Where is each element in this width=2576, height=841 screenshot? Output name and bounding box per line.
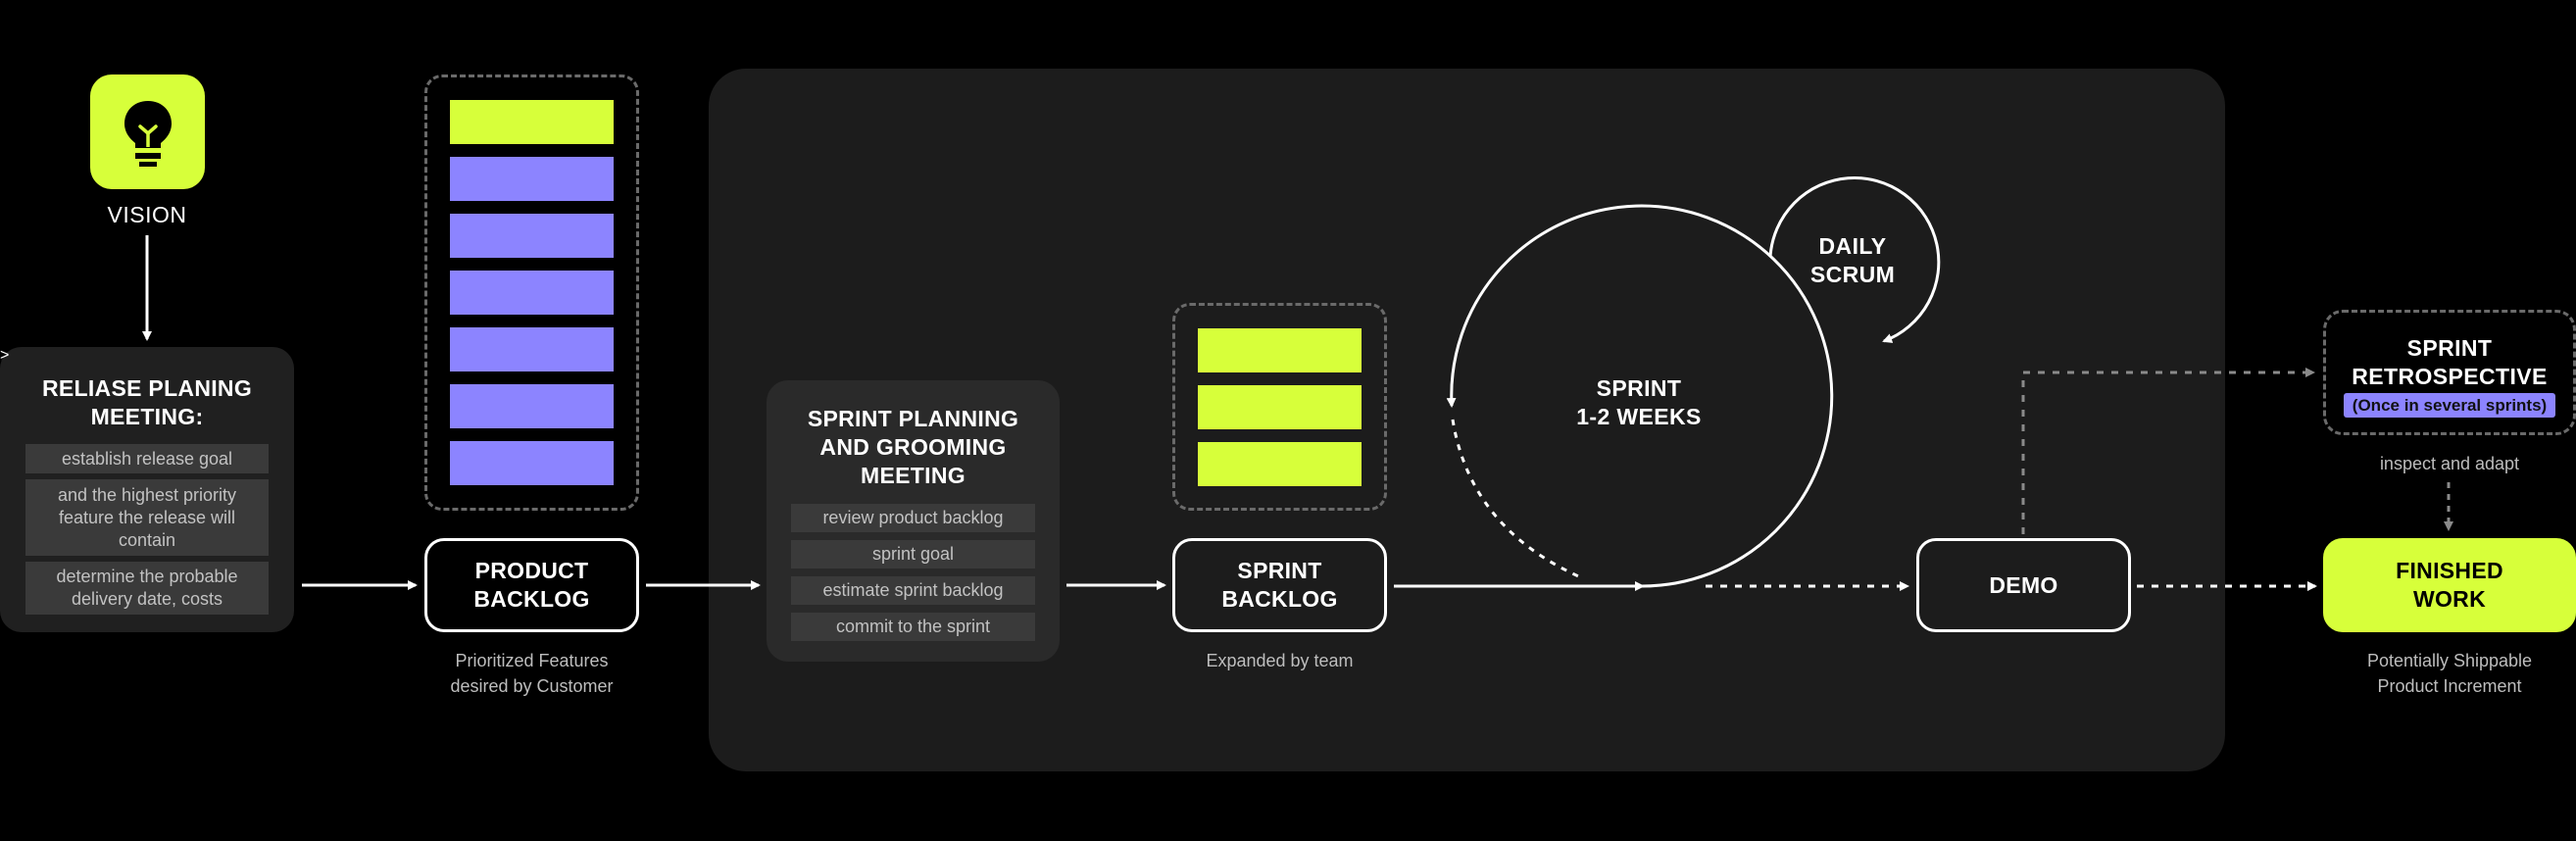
- release-planning-panel: RELIASE PLANING MEETING: establish relea…: [0, 347, 294, 632]
- planning-item: sprint goal: [791, 540, 1035, 569]
- edge-demo-to-retro: [2021, 368, 2315, 534]
- sprint-cycle-label: SPRINT 1-2 WEEKS: [1576, 375, 1702, 429]
- sprint-backlog-caption: Expanded by team: [1206, 651, 1354, 670]
- sprint-backlog-bar-lime: [1198, 385, 1362, 429]
- lightbulb-icon: [124, 100, 172, 167]
- product-backlog-bar-violet: [450, 384, 614, 428]
- product-backlog-bar-lime: [450, 100, 614, 144]
- demo-node: DEMO: [1916, 538, 2131, 632]
- sprint-backlog-bar-lime: [1198, 442, 1362, 486]
- product-backlog-caption: Prioritized Features desired by Customer: [450, 651, 614, 696]
- daily-scrum-loop: [1768, 175, 1941, 343]
- sprint-backlog-bar-lime: [1198, 328, 1362, 372]
- release-item: and the highest priority feature the rel…: [25, 479, 269, 556]
- finished-work-caption: Potentially Shippable Product Increment: [2366, 651, 2533, 696]
- planning-item: review product backlog: [791, 504, 1035, 532]
- sprint-backlog-node: SPRINT BACKLOG: [1172, 538, 1387, 632]
- planning-item: commit to the sprint: [791, 613, 1035, 641]
- retrospective-title: SPRINT RETROSPECTIVE: [2352, 335, 2548, 389]
- sprint-backlog-stack: [1172, 303, 1387, 511]
- vision-label: VISION: [107, 202, 187, 227]
- product-backlog-stack: [424, 74, 639, 511]
- vision-tile: [90, 74, 205, 189]
- retrospective-caption: inspect and adapt: [2379, 454, 2520, 473]
- sprint-cycle-dashed: [1451, 419, 1584, 580]
- daily-scrum-label: DAILY SCRUM: [1809, 233, 1896, 287]
- product-backlog-bar-violet: [450, 327, 614, 371]
- planning-item: estimate sprint backlog: [791, 576, 1035, 605]
- product-backlog-bar-violet: [450, 214, 614, 258]
- sprint-planning-title: SPRINT PLANNING AND GROOMING MEETING: [807, 406, 1019, 488]
- sprint-retrospective-box: SPRINT RETROSPECTIVE (Once in several sp…: [2323, 310, 2576, 435]
- sprint-cycle-circle: [1446, 204, 1834, 588]
- product-backlog-node: PRODUCT BACKLOG: [424, 538, 639, 632]
- release-item: establish release goal: [25, 444, 269, 473]
- product-backlog-bar-violet: [450, 441, 614, 485]
- finished-work-node: FINISHED WORK: [2323, 538, 2576, 632]
- product-backlog-bar-violet: [450, 157, 614, 201]
- retrospective-note: (Once in several sprints): [2344, 393, 2555, 418]
- product-backlog-bar-violet: [450, 271, 614, 315]
- release-planning-title: RELIASE PLANING MEETING:: [41, 375, 253, 429]
- sprint-planning-panel: SPRINT PLANNING AND GROOMING MEETING rev…: [767, 380, 1060, 662]
- release-item: determine the probable delivery date, co…: [25, 562, 269, 615]
